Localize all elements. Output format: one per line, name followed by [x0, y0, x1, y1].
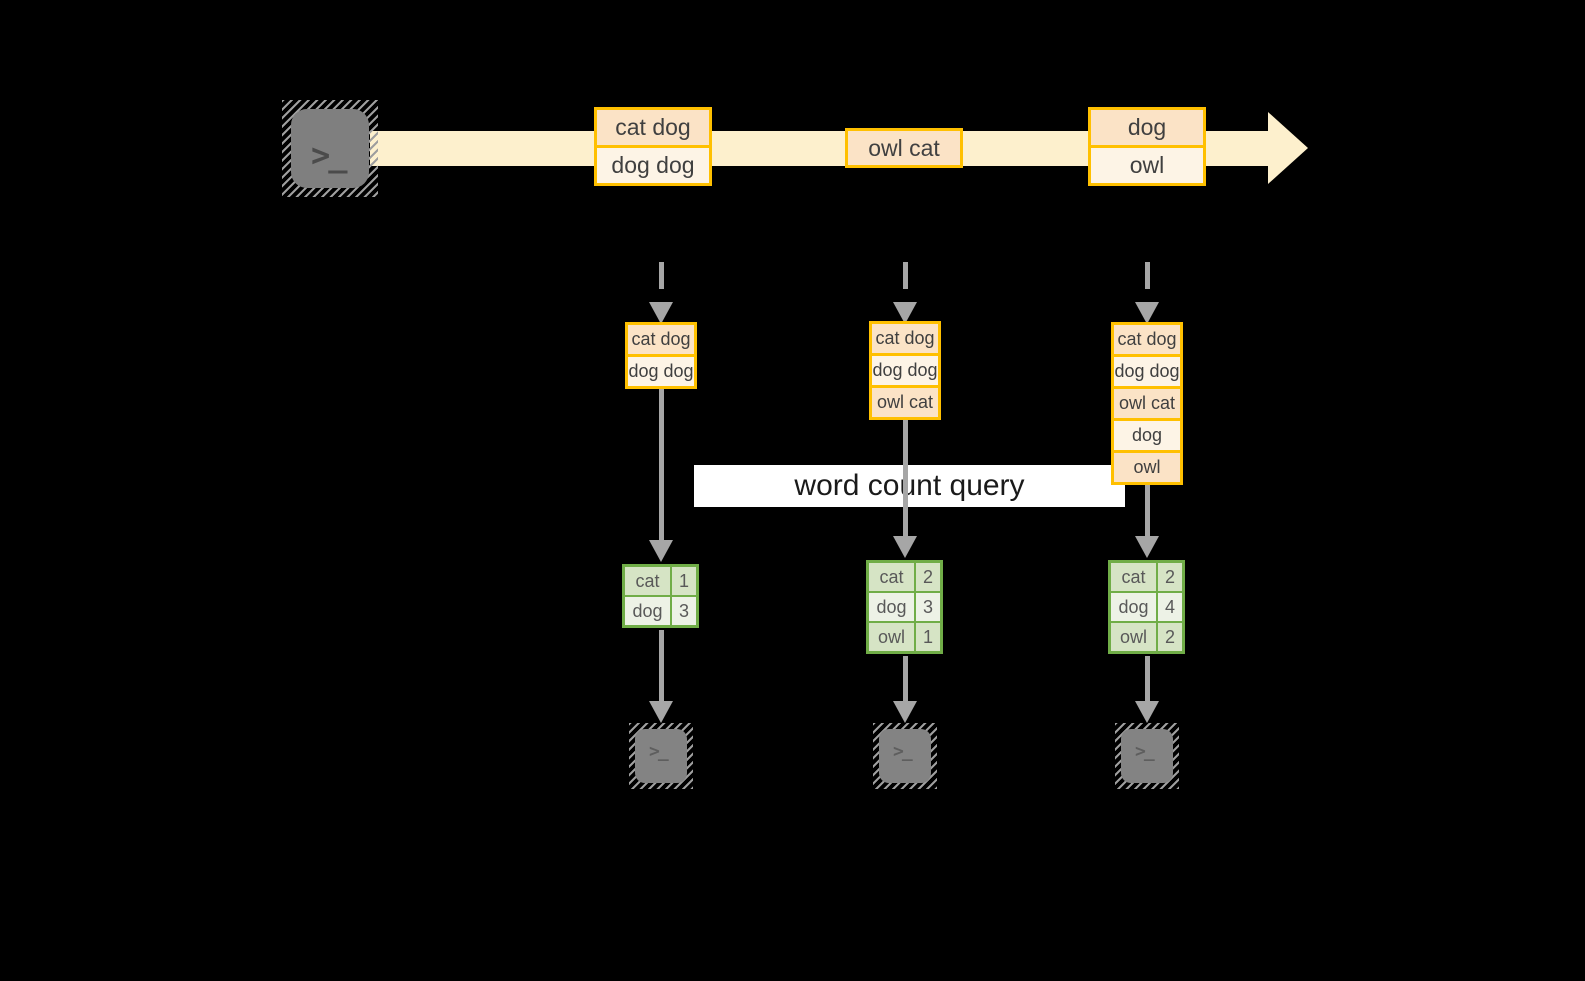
arrowhead-icon: [1135, 302, 1159, 324]
table-row: dog 3: [869, 591, 940, 621]
buffer-cell: cat dog: [872, 324, 938, 353]
buffer-cell: dog dog: [1114, 354, 1180, 386]
stream-record-cell: owl: [1091, 145, 1203, 183]
buffer-cell: dog: [1114, 418, 1180, 450]
stream-record-cell: dog dog: [597, 145, 709, 183]
terminal-prompt-glyph: >_: [893, 741, 913, 762]
arrowhead-icon: [1135, 536, 1159, 558]
table-row: cat 1: [625, 567, 696, 595]
stream-arrowhead-icon: [1268, 112, 1308, 184]
word-cell: owl: [1111, 623, 1156, 651]
terminal-screen: >_: [1121, 729, 1173, 783]
buffer-cell: dog dog: [628, 354, 694, 386]
table-row: dog 4: [1111, 591, 1182, 621]
terminal-screen: >_: [635, 729, 687, 783]
source-terminal-icon: >_: [282, 100, 378, 197]
arrowhead-icon: [893, 536, 917, 558]
word-cell: dog: [869, 593, 914, 621]
record-buffer: cat dog dog dog owl cat: [869, 321, 941, 420]
query-arrow: [649, 389, 673, 562]
table-row: owl 1: [869, 621, 940, 651]
ingest-arrow: [649, 262, 673, 324]
sink-terminal-icon: >_: [873, 723, 937, 789]
buffer-cell: owl cat: [872, 385, 938, 417]
word-cell: cat: [869, 563, 914, 591]
buffer-cell: dog dog: [872, 353, 938, 385]
output-arrow: [893, 656, 917, 723]
stream-record-box: dog owl: [1088, 107, 1206, 186]
query-arrow: [893, 420, 917, 558]
count-cell: 1: [670, 567, 696, 595]
output-arrow: [649, 630, 673, 723]
table-row: cat 2: [1111, 563, 1182, 591]
terminal-screen: >_: [291, 109, 369, 188]
count-cell: 3: [670, 597, 696, 625]
terminal-prompt-glyph: >_: [1135, 741, 1155, 762]
terminal-prompt-glyph: >_: [311, 136, 348, 174]
arrowhead-icon: [649, 701, 673, 723]
stream-record-cell: dog: [1091, 110, 1203, 145]
arrowhead-icon: [649, 302, 673, 324]
table-row: cat 2: [869, 563, 940, 591]
buffer-cell: cat dog: [628, 325, 694, 354]
ingest-arrow: [1135, 262, 1159, 324]
sink-terminal-icon: >_: [1115, 723, 1179, 789]
count-cell: 2: [1156, 623, 1182, 651]
ingest-arrow: [893, 262, 917, 324]
word-cell: cat: [1111, 563, 1156, 591]
arrowhead-icon: [893, 701, 917, 723]
word-count-table: cat 1 dog 3: [622, 564, 699, 628]
stream-record-cell: cat dog: [597, 110, 709, 145]
word-cell: dog: [1111, 593, 1156, 621]
record-buffer: cat dog dog dog owl cat dog owl: [1111, 322, 1183, 485]
query-arrow: [1135, 485, 1159, 558]
query-label-bar: word count query: [694, 465, 1125, 507]
table-row: dog 3: [625, 595, 696, 625]
buffer-cell: cat dog: [1114, 325, 1180, 354]
arrowhead-icon: [1135, 701, 1159, 723]
count-cell: 3: [914, 593, 940, 621]
count-cell: 2: [914, 563, 940, 591]
output-arrow: [1135, 656, 1159, 723]
table-row: owl 2: [1111, 621, 1182, 651]
count-cell: 1: [914, 623, 940, 651]
arrowhead-icon: [649, 540, 673, 562]
stream-record-box: cat dog dog dog: [594, 107, 712, 186]
buffer-cell: owl: [1114, 450, 1180, 482]
arrowhead-icon: [893, 302, 917, 324]
buffer-cell: owl cat: [1114, 386, 1180, 418]
word-cell: cat: [625, 567, 670, 595]
stream-record-box: owl cat: [845, 128, 963, 168]
record-buffer: cat dog dog dog: [625, 322, 697, 389]
word-cell: owl: [869, 623, 914, 651]
count-cell: 4: [1156, 593, 1182, 621]
sink-terminal-icon: >_: [629, 723, 693, 789]
terminal-prompt-glyph: >_: [649, 741, 669, 762]
stream-record-cell: owl cat: [848, 131, 960, 165]
word-count-table: cat 2 dog 4 owl 2: [1108, 560, 1185, 654]
count-cell: 2: [1156, 563, 1182, 591]
terminal-screen: >_: [879, 729, 931, 783]
query-label: word count query: [794, 469, 1025, 502]
word-cell: dog: [625, 597, 670, 625]
word-count-table: cat 2 dog 3 owl 1: [866, 560, 943, 654]
